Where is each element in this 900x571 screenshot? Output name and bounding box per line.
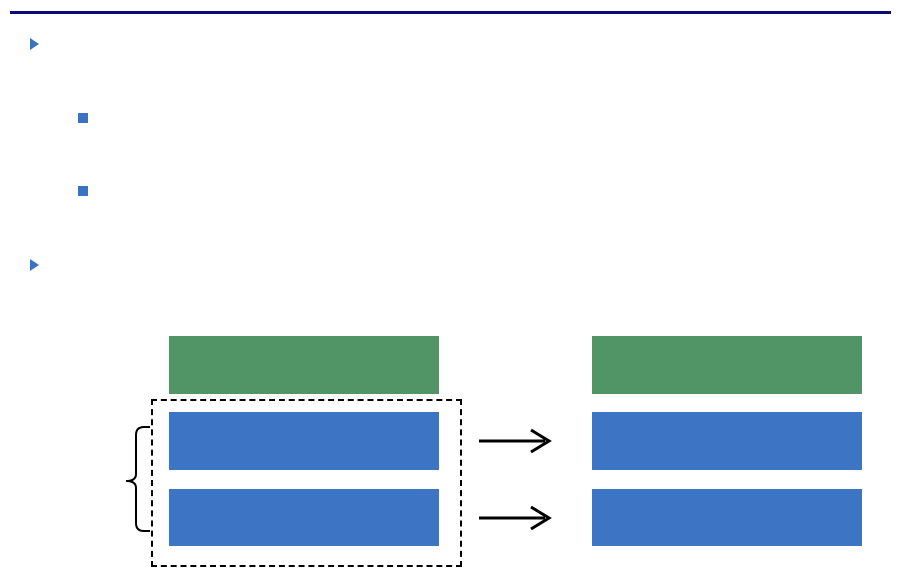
right-blue-block-1 <box>592 412 862 470</box>
triangle-bullet-icon <box>30 259 39 271</box>
right-blue-block-2 <box>592 489 862 546</box>
square-bullet-icon <box>78 186 88 196</box>
right-arrow-icon <box>479 505 552 531</box>
left-green-block <box>169 336 439 394</box>
right-green-block <box>592 336 862 394</box>
dashed-selection-box <box>151 399 462 567</box>
left-blue-block-2 <box>169 489 439 546</box>
right-arrow-icon <box>479 428 552 454</box>
triangle-bullet-icon <box>30 38 39 50</box>
left-blue-block-1 <box>169 412 439 470</box>
square-bullet-icon <box>78 113 88 123</box>
header-rule <box>10 11 891 14</box>
curly-brace-icon <box>125 426 150 532</box>
